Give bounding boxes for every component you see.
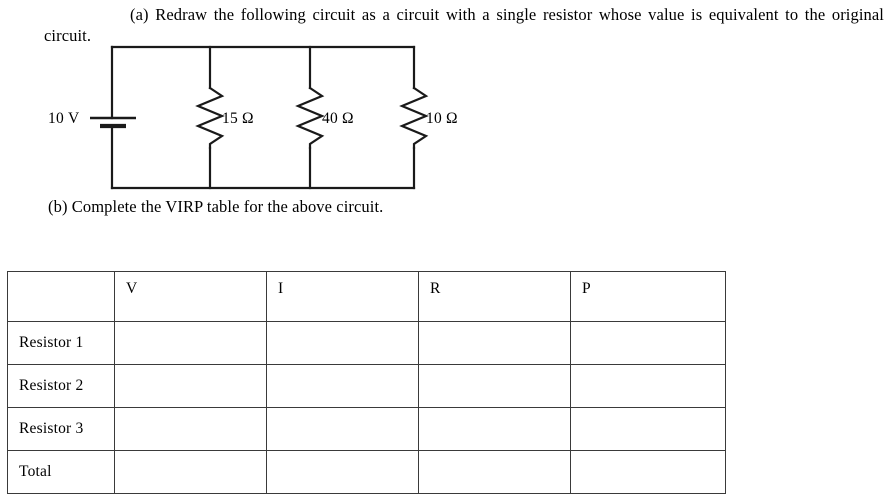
- cell-resistor-3-i[interactable]: [266, 407, 419, 451]
- voltage-source-label: 10 V: [48, 110, 80, 127]
- cell-resistor-3-p[interactable]: [570, 407, 726, 451]
- table-row: Resistor 1: [7, 321, 726, 365]
- header-cell-voltage: V: [114, 271, 267, 322]
- resistor-3-zigzag: [399, 86, 429, 150]
- table-header-row: V I R P: [7, 271, 726, 322]
- header-cell-blank: [7, 271, 115, 322]
- header-cell-power: P: [570, 271, 726, 322]
- row-label-resistor-1: Resistor 1: [7, 321, 115, 365]
- cell-resistor-1-v[interactable]: [114, 321, 267, 365]
- resistor-1-zigzag: [195, 86, 225, 150]
- cell-total-r[interactable]: [418, 450, 571, 494]
- virp-table-container: V I R P Resistor 1 Resistor 2: [7, 271, 726, 494]
- resistor-2-label: 40 Ω: [322, 110, 354, 127]
- row-label-resistor-3: Resistor 3: [7, 407, 115, 451]
- cell-resistor-2-p[interactable]: [570, 364, 726, 408]
- cell-resistor-3-v[interactable]: [114, 407, 267, 451]
- cell-total-v[interactable]: [114, 450, 267, 494]
- cell-resistor-3-r[interactable]: [418, 407, 571, 451]
- resistor-1-label: 15 Ω: [222, 110, 254, 127]
- cell-resistor-2-r[interactable]: [418, 364, 571, 408]
- row-label-total: Total: [7, 450, 115, 494]
- header-cell-resistance: R: [418, 271, 571, 322]
- question-part-a-text: (a) Redraw the following circuit as a ci…: [44, 5, 884, 45]
- cell-resistor-2-v[interactable]: [114, 364, 267, 408]
- cell-resistor-1-i[interactable]: [266, 321, 419, 365]
- resistor-3-label: 10 Ω: [426, 110, 458, 127]
- table-row: Total: [7, 450, 726, 494]
- table-row: Resistor 2: [7, 364, 726, 408]
- header-cell-current: I: [266, 271, 419, 322]
- cell-resistor-1-r[interactable]: [418, 321, 571, 365]
- resistor-2-zigzag: [295, 86, 325, 150]
- circuit-diagram: 10 V 15 Ω 40 Ω 10 Ω: [0, 34, 470, 199]
- cell-resistor-2-i[interactable]: [266, 364, 419, 408]
- row-label-resistor-2: Resistor 2: [7, 364, 115, 408]
- circuit-schematic-svg: [90, 45, 429, 190]
- table-row: Resistor 3: [7, 407, 726, 451]
- cell-total-i[interactable]: [266, 450, 419, 494]
- virp-table: V I R P Resistor 1 Resistor 2: [7, 271, 726, 494]
- question-part-b-text: (b) Complete the VIRP table for the abov…: [48, 197, 384, 216]
- cell-resistor-1-p[interactable]: [570, 321, 726, 365]
- battery-symbol: [90, 116, 136, 129]
- cell-total-p[interactable]: [570, 450, 726, 494]
